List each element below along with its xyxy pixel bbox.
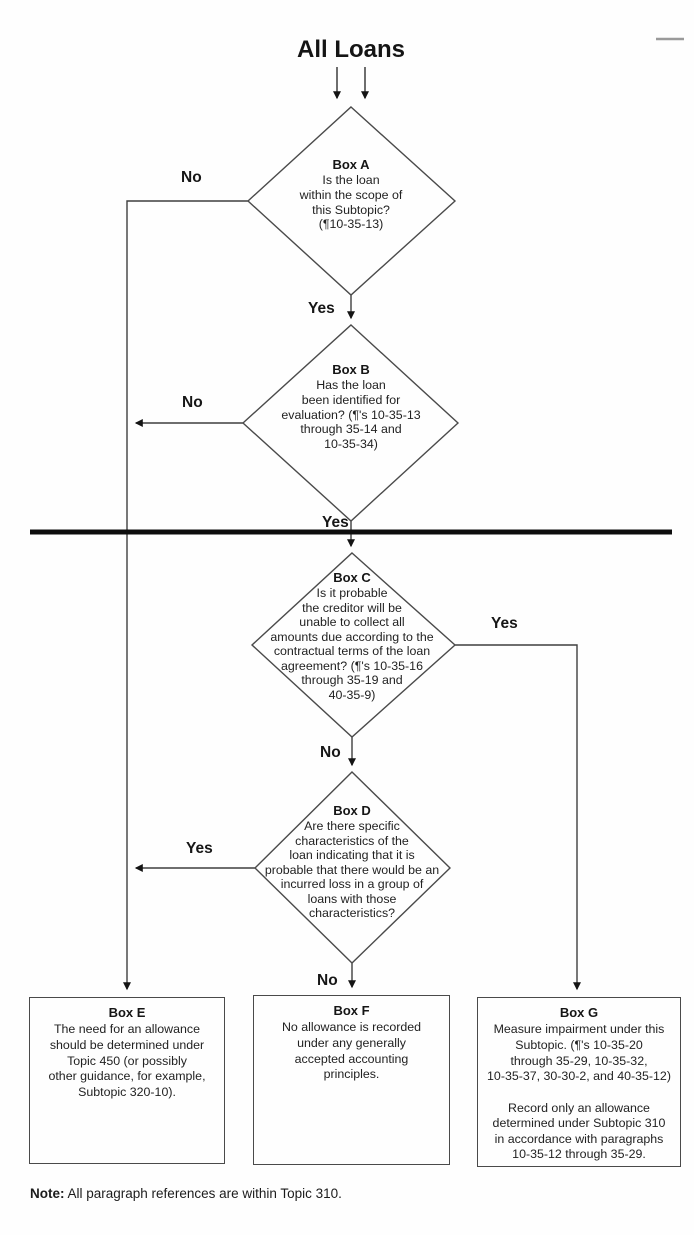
box-f-body: No allowance is recorded under any gener… (281, 1020, 422, 1082)
footnote: Note: All paragraph references are withi… (30, 1186, 630, 1201)
box-d-title: Box D (333, 803, 371, 818)
label-d-yes: Yes (186, 840, 213, 857)
label-a-yes: Yes (308, 300, 335, 317)
footnote-label: Note: (30, 1186, 65, 1201)
box-e-body: The need for an allowance should be dete… (48, 1022, 206, 1099)
box-g: Box G Measure impairment under this Subt… (477, 997, 681, 1167)
page-title: All Loans (296, 36, 405, 63)
label-c-no: No (320, 744, 341, 761)
diamond-box-d (254, 771, 452, 964)
diamond-box-b (241, 324, 460, 522)
box-b-body: Has the loan been identified for evaluat… (281, 378, 421, 451)
box-f-title: Box F (333, 1003, 370, 1018)
box-f: Box F No allowance is recorded under any… (253, 995, 450, 1165)
box-a-title: Box A (332, 157, 370, 172)
box-g-title: Box G (559, 1005, 599, 1020)
box-d-body: Are there specific characteristics of th… (264, 819, 440, 921)
footnote-text: All paragraph references are within Topi… (64, 1186, 342, 1201)
box-e-title: Box E (108, 1005, 146, 1020)
connector-c-yes-to-g (455, 644, 581, 991)
label-a-no: No (181, 169, 202, 186)
label-c-yes: Yes (491, 615, 518, 632)
label-b-yes: Yes (322, 514, 349, 531)
box-e: Box E The need for an allowance should b… (29, 997, 225, 1164)
box-b: Box B Has the loan been identified for e… (251, 362, 451, 451)
box-a: Box A Is the loan within the scope of th… (256, 157, 446, 232)
box-d: Box D Are there specific characteristics… (252, 803, 452, 921)
box-c-title: Box C (333, 570, 371, 585)
box-c-body: Is it probable the creditor will be unab… (270, 586, 434, 702)
box-c: Box C Is it probable the creditor will b… (247, 570, 457, 702)
diamond-box-a (246, 106, 457, 296)
label-d-no: No (317, 972, 338, 989)
box-g-body: Measure impairment under this Subtopic. … (487, 1022, 671, 1162)
diamond-box-c (250, 552, 457, 738)
label-b-no: No (182, 394, 203, 411)
box-b-title: Box B (332, 362, 370, 377)
connector-a-no-to-e (123, 200, 248, 991)
box-a-body: Is the loan within the scope of this Sub… (299, 173, 403, 232)
